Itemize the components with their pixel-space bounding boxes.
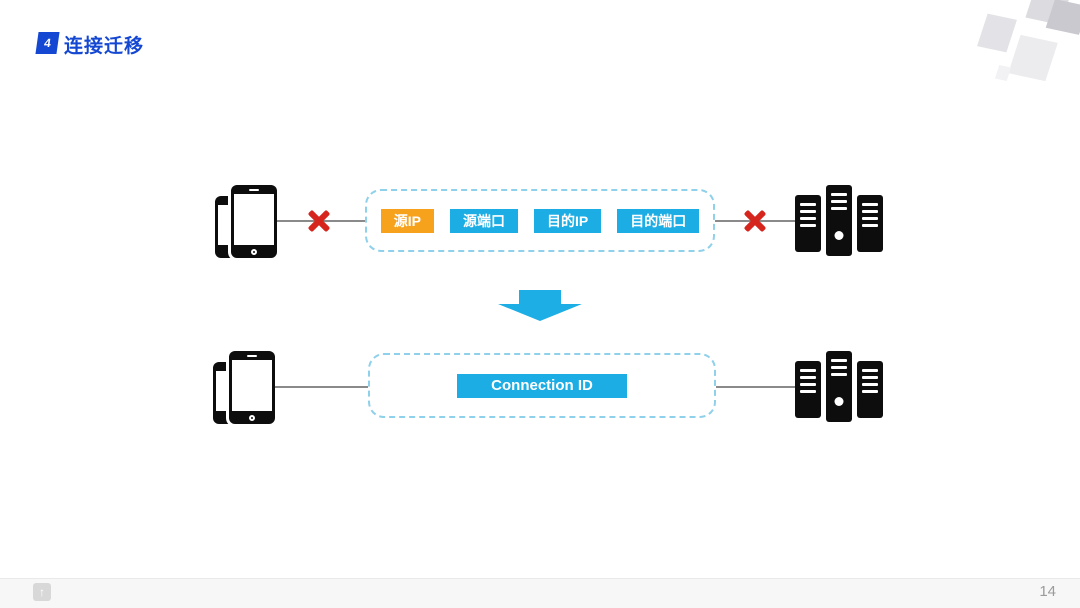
decorative-square	[1008, 34, 1058, 82]
decorative-square	[994, 65, 1012, 81]
connection-id-chip: Connection ID	[457, 373, 627, 398]
connector-line	[716, 386, 798, 388]
server-tower	[857, 361, 883, 418]
server-power-led	[834, 397, 844, 406]
footer-bar	[0, 578, 1080, 608]
slide-number-badge: 4	[35, 32, 60, 54]
server-power-led	[834, 231, 844, 240]
decorative-square	[977, 13, 1017, 53]
footer-logo: ↑	[33, 583, 51, 601]
server-tower	[857, 195, 883, 252]
page-number: 14	[1039, 583, 1056, 600]
server-tower	[795, 361, 821, 418]
down-arrow-icon	[498, 290, 582, 321]
server-icon	[795, 351, 883, 424]
phone-screen	[234, 194, 274, 245]
source-port-chip: 源端口	[450, 208, 518, 233]
phone-screen	[232, 360, 272, 411]
dest-port-chip: 目的端口	[617, 208, 700, 233]
smartphone-icon	[229, 351, 275, 424]
red-x-icon	[741, 207, 769, 235]
phone-speaker	[249, 189, 259, 191]
server-tower	[826, 185, 852, 256]
phone-home-button	[249, 415, 255, 421]
smartphone-icon	[231, 185, 277, 258]
connector-line	[275, 386, 368, 388]
phone-home-button	[251, 249, 257, 255]
server-tower	[826, 351, 852, 422]
connection-tuple-box: 源IP 源端口 目的IP 目的端口	[365, 189, 715, 252]
source-ip-chip: 源IP	[380, 208, 434, 233]
slide-title: 连接迁移	[64, 36, 145, 57]
phone-speaker	[247, 355, 257, 357]
connection-id-box: Connection ID	[368, 353, 716, 418]
dest-ip-chip: 目的IP	[534, 208, 602, 233]
server-tower	[795, 195, 821, 252]
server-icon	[795, 185, 883, 258]
red-x-icon	[305, 207, 333, 235]
